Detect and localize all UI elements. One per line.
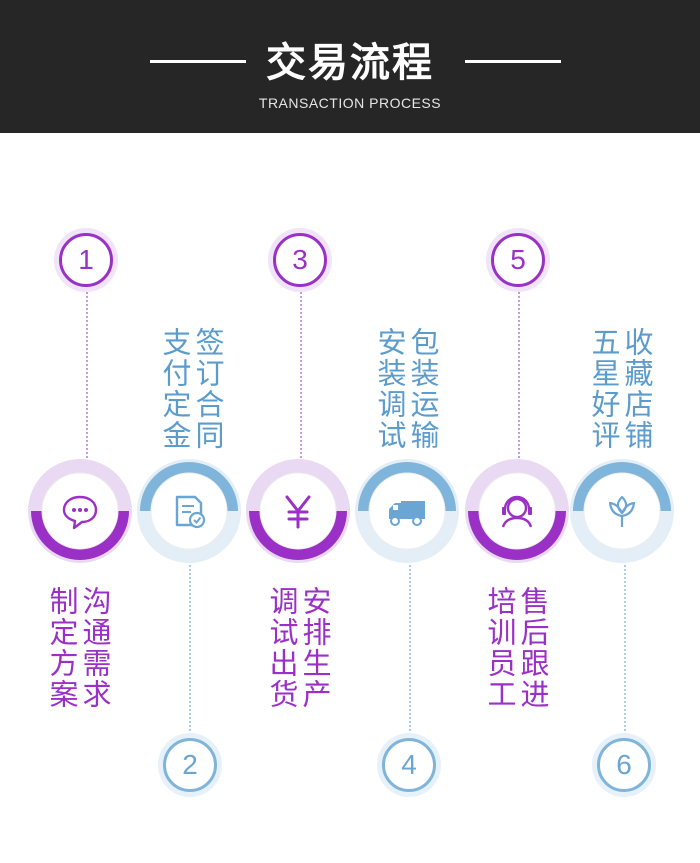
step-circle-3 (246, 459, 350, 563)
page-subtitle: TRANSACTION PROCESS (258, 95, 442, 111)
title-rule-right (465, 60, 561, 63)
flower-icon (608, 495, 636, 527)
step-number-3: 3 (273, 233, 327, 287)
title-rule-left (150, 60, 246, 63)
contract-icon (175, 495, 206, 529)
step-number-6: 6 (597, 738, 651, 792)
step-number-2: 2 (163, 738, 217, 792)
step-circle-5 (465, 459, 569, 563)
step-number-4: 4 (382, 738, 436, 792)
step-circle-1 (28, 459, 132, 563)
connector-line-5 (518, 287, 520, 462)
truck-icon (389, 501, 425, 526)
step-number-1: 1 (59, 233, 113, 287)
connector-line-2 (189, 565, 191, 739)
chat-icon (62, 495, 98, 530)
step-text-4: 包装运输安装调试 (373, 327, 440, 451)
page-title: 交易流程 (266, 40, 434, 86)
yen-icon (285, 495, 311, 529)
connector-line-1 (86, 287, 88, 462)
header-banner: 交易流程 TRANSACTION PROCESS (0, 0, 700, 133)
step-text-2: 签订合同支付定金 (158, 327, 225, 451)
step-circle-4 (355, 459, 459, 563)
step-text-5: 售后跟进培训员工 (483, 586, 550, 710)
step-text-3: 安排生产调试出货 (265, 586, 332, 710)
step-circle-6 (570, 459, 674, 563)
connector-line-6 (624, 565, 626, 739)
step-text-1: 沟通需求制定方案 (45, 586, 112, 710)
step-number-5: 5 (491, 233, 545, 287)
step-text-6: 收藏店铺五星好评 (587, 327, 654, 451)
connector-line-3 (300, 287, 302, 462)
step-circle-2 (137, 459, 241, 563)
support-icon (501, 495, 533, 528)
connector-line-4 (409, 565, 411, 739)
